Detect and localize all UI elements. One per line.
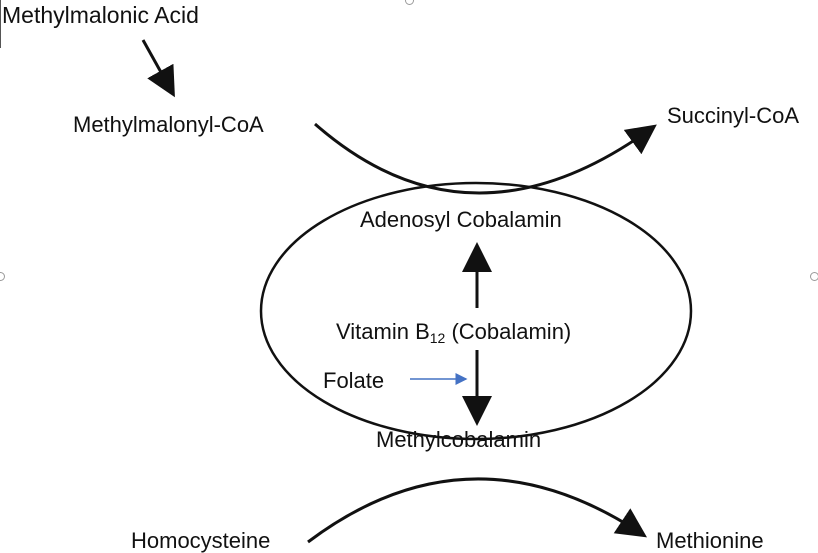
selection-handle-right[interactable]	[810, 272, 818, 281]
left-edge-line	[0, 0, 1, 48]
label-methionine: Methionine	[656, 528, 764, 553]
label-adenosyl-cobalamin: Adenosyl Cobalamin	[360, 207, 562, 232]
label-homocysteine: Homocysteine	[131, 528, 271, 553]
label-methylmalonic-acid: Methylmalonic Acid	[2, 2, 199, 28]
selection-handle-top[interactable]	[405, 0, 414, 5]
cobalamin-cycle-ellipse	[259, 181, 693, 441]
selection-handle-left[interactable]	[0, 272, 5, 281]
label-folate: Folate	[323, 368, 385, 393]
arc-methylmalonyl-to-succinyl	[314, 122, 657, 195]
arc-homocysteine-to-methionine	[307, 477, 648, 544]
label-methylmalonyl-coa: Methylmalonyl-CoA	[73, 112, 264, 137]
label-succinyl-coa: Succinyl-CoA	[667, 103, 800, 128]
label-vitamin-b12: Vitamin B12 (Cobalamin)	[336, 319, 572, 346]
arrow-acid-to-coa	[141, 39, 175, 98]
label-methylcobalamin: Methylcobalamin	[376, 427, 542, 452]
